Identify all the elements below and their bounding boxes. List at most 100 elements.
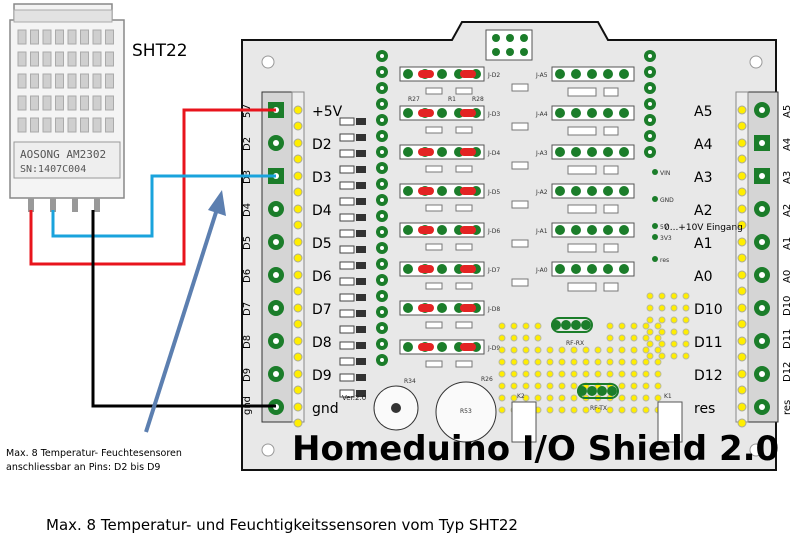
red-led — [418, 265, 434, 273]
analog-label: J-A0 — [535, 267, 548, 274]
proto-hole — [618, 346, 626, 354]
red-led — [418, 70, 434, 78]
green-pad-hole — [380, 70, 384, 74]
grille-slot — [92, 51, 102, 67]
pad-hole — [759, 206, 765, 212]
analog-pin — [587, 69, 597, 79]
proto-hole — [498, 394, 506, 402]
green-pad-hole — [380, 214, 384, 218]
left-pin-label: D3 — [312, 170, 332, 186]
right-pin-label: D10 — [694, 302, 723, 318]
rf-tx-module: RF-TX — [577, 383, 619, 412]
proto-hole — [654, 334, 662, 342]
mount-hole — [261, 55, 275, 69]
grille-slot — [17, 29, 27, 45]
grille-slot — [42, 29, 52, 45]
proto-hole — [642, 346, 650, 354]
left-pin-label: +5V — [312, 104, 343, 120]
green-pad-hole — [648, 134, 652, 138]
grille-slot — [80, 95, 89, 111]
analog-pin — [619, 108, 629, 118]
proto-hole — [510, 382, 518, 390]
right-pin-label: A2 — [694, 203, 712, 219]
proto-hole — [570, 394, 578, 402]
proto-hole — [522, 358, 530, 366]
green-pad-hole — [380, 278, 384, 282]
resistor — [425, 243, 443, 251]
proto-hole — [498, 322, 506, 330]
analog-pin — [603, 108, 613, 118]
header-pin — [293, 171, 303, 181]
proto-hole — [658, 316, 666, 324]
grille-slot — [92, 73, 102, 89]
proto-hole — [642, 370, 650, 378]
green-pad-hole — [380, 342, 384, 346]
header-pin — [737, 138, 747, 148]
proto-hole — [630, 346, 638, 354]
header-pin — [737, 418, 747, 428]
red-led — [460, 70, 476, 78]
grille-slot — [92, 95, 102, 111]
proto-hole — [558, 382, 566, 390]
proto-hole — [522, 370, 530, 378]
proto-hole — [618, 394, 626, 402]
left-pin-label: D9 — [312, 368, 332, 384]
header-pin — [737, 352, 747, 362]
smd-resistor — [339, 197, 355, 206]
proto-hole — [682, 292, 690, 300]
sensor-name: SHT22 — [132, 41, 188, 61]
analog-pin — [603, 264, 613, 274]
smd-diode — [356, 134, 366, 141]
jumper-pin — [403, 147, 413, 157]
r34-label: R34 — [404, 378, 416, 385]
proto-hole — [658, 292, 666, 300]
proto-hole — [546, 358, 554, 366]
header-pin — [293, 418, 303, 428]
analog-pin — [619, 147, 629, 157]
jumper-pin — [437, 342, 447, 352]
proto-hole — [606, 406, 614, 414]
jumper-pin — [437, 264, 447, 274]
resistor — [603, 87, 619, 97]
board — [241, 21, 777, 471]
smd-diode — [356, 326, 366, 333]
right-vertical-label: D10 — [782, 296, 793, 316]
proto-hole — [594, 346, 602, 354]
header-pin — [737, 402, 747, 412]
left-pin-label: D6 — [312, 269, 332, 285]
smd-diode — [356, 182, 366, 189]
header-pin — [293, 253, 303, 263]
proto-hole — [546, 370, 554, 378]
grille-slot — [30, 29, 39, 45]
power-labels: VIN GND 5V 3V3 res — [652, 169, 674, 264]
potentiometer-r34: R34 — [373, 378, 419, 431]
pad-hole — [759, 140, 765, 146]
k1-label: K1 — [664, 393, 672, 400]
analog-label: J-A1 — [535, 228, 548, 235]
header-pin — [737, 187, 747, 197]
header-pin — [737, 369, 747, 379]
right-vertical-label: A1 — [782, 237, 793, 250]
input-note: 0...+10V Eingang — [664, 223, 743, 233]
analog-pin — [571, 69, 581, 79]
wire-blue — [51, 174, 276, 238]
smd-components — [339, 117, 366, 398]
jumper-label: J-D2 — [487, 72, 500, 79]
right-pin-label: A0 — [694, 269, 712, 285]
red-led — [418, 343, 434, 351]
left-vertical-label: D4 — [242, 203, 253, 217]
grille-slot — [105, 117, 114, 133]
proto-hole — [618, 406, 626, 414]
green-pad-hole — [648, 54, 652, 58]
smd-diode — [356, 374, 366, 381]
proto-hole — [558, 370, 566, 378]
proto-hole — [630, 322, 638, 330]
header-pin — [293, 187, 303, 197]
proto-hole — [570, 346, 578, 354]
proto-hole — [642, 358, 650, 366]
proto-hole — [630, 382, 638, 390]
proto-hole — [618, 322, 626, 330]
proto-hole — [630, 394, 638, 402]
jumper-pin — [403, 264, 413, 274]
grille-slot — [55, 73, 64, 89]
